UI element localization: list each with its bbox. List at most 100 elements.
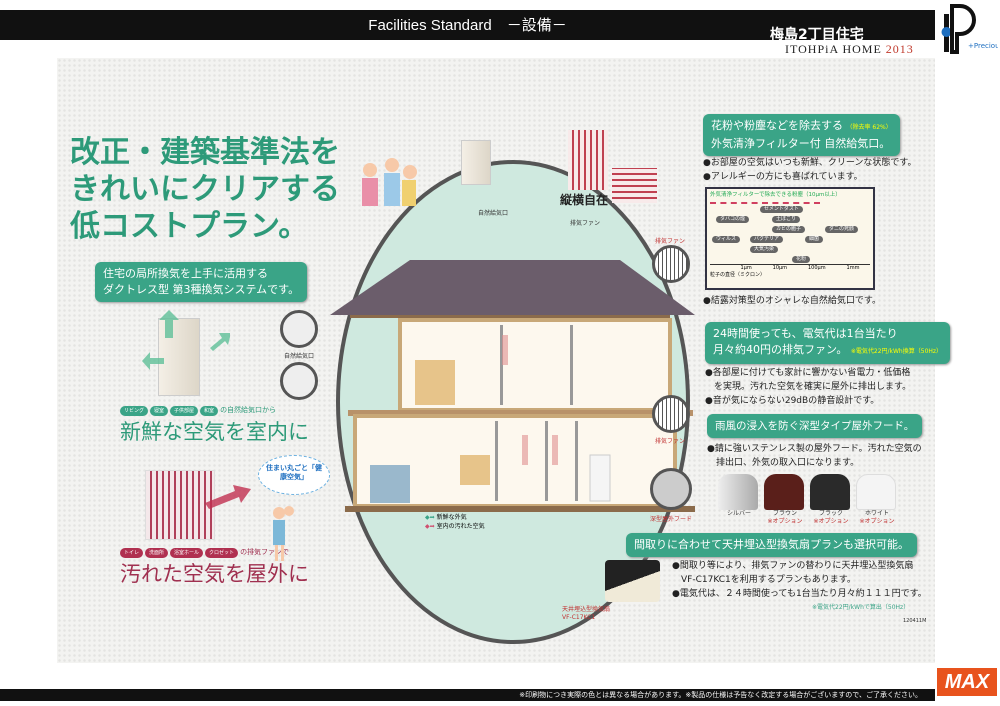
exhaust-fan-device — [145, 470, 215, 540]
document-code: 120411M — [903, 618, 927, 624]
header-bar — [0, 10, 935, 40]
hood-silver: シルバー — [718, 474, 760, 526]
hood-option: ※オプション — [767, 518, 803, 525]
chart-tick: 1μm — [740, 265, 752, 271]
ceiling-bullets: ●間取り等により、排気ファンの替わりに天井埋込型換気扇 VF-C17KC1を利用… — [672, 559, 927, 601]
fan-circle-2 — [652, 395, 690, 433]
hood-white: ホワイト※オプション — [856, 474, 898, 526]
fan-circle-1 — [652, 245, 690, 283]
fan-bullets: ●各部屋に付けても家計に響かない省電力・低価格 を実現。汚れた空気を確実に屋外に… — [705, 366, 911, 408]
fan-line-1: 24時間使っても、電気代は1台当たり — [713, 327, 898, 340]
filter-bullet-1: ●お部屋の空気はいつも新鮮、クリーンな状態です。 — [703, 158, 917, 168]
hood-brown: ブラウン※オプション — [764, 474, 806, 526]
project-name: 梅島2丁目住宅 — [770, 27, 864, 43]
house-cutaway-illustration — [330, 160, 695, 644]
family-illustration — [362, 158, 417, 206]
inlet-circle-1 — [280, 310, 318, 348]
chart-item: 花粉 — [792, 256, 811, 263]
tag-kids-room: 子供部屋 — [170, 406, 199, 416]
hood-box: 雨風の浸入を防ぐ深型タイプ屋外フード。 — [707, 414, 923, 438]
filter-line-2: 外気清浄フィルター付 自然給気口。 — [711, 137, 891, 150]
chart-item: 細菌 — [805, 236, 824, 243]
hood-black: ブラック※オプション — [810, 474, 852, 526]
chart-item: 大気汚染 — [750, 246, 779, 253]
fan-label-3: 排気ファン — [655, 438, 686, 445]
exhaust-suffix: の排気ファンで — [240, 548, 290, 556]
fan-line-2: 月々約40円の排気ファン。 — [713, 343, 848, 356]
legend-dirty-air-label: 室内の汚れた空気 — [436, 523, 485, 530]
inlet-circle-2 — [280, 362, 318, 400]
fan-label: 排気ファン — [570, 220, 601, 227]
tag-living: リビング — [120, 406, 149, 416]
chart-item: タバコの煙 — [716, 216, 750, 223]
chart-item: ダニの死骸 — [825, 226, 859, 233]
headline-line-2: きれいにクリアする — [70, 172, 340, 207]
tag-toilet: トイレ — [120, 548, 144, 558]
system-line-2: ダクトレス型 第3種換気システムです。 — [103, 283, 300, 296]
roof — [330, 260, 695, 315]
chart-title: 外気清浄フィルターで除去できる粉塵（10μm以上） — [710, 192, 841, 198]
tag-bedroom: 寝室 — [150, 406, 169, 416]
red-arrow-icon — [205, 485, 251, 509]
system-box: 住宅の局所換気を上手に活用するダクトレス型 第3種換気システムです。 — [95, 262, 308, 302]
inlet-callout — [455, 140, 497, 195]
hood-bullet-2: 排出口、外気の取入口になります。 — [707, 458, 860, 468]
tag-bath-hall: 浴室ホール — [170, 548, 204, 558]
ceiling-fan-image — [605, 560, 660, 602]
chart-tick: 100μm — [808, 265, 826, 271]
fan-bullet-3: ●音が気にならない29dBの静音設計です。 — [705, 396, 880, 406]
intake-suffix: の自然給気口から — [220, 406, 277, 414]
legend-fresh-air: ◆➡ 新鮮な外気 — [425, 514, 467, 521]
exhaust-tags: トイレ洗面所浴室ホールクロゼットの排気ファンで — [120, 547, 289, 558]
hood-bullet-1: ●錆に強いステンレス製の屋外フード。汚れた空気の — [707, 444, 922, 454]
intake-tags: リビング寝室子供部屋和室の自然給気口から — [120, 405, 276, 416]
fan-bullet-1: ●各部屋に付けても家計に響かない省電力・低価格 — [705, 368, 911, 378]
ceiling-box: 間取りに合わせて天井埋込型換気扇プランも選択可能。 — [626, 533, 917, 557]
hood-color-name: ホワイト — [864, 510, 889, 517]
filter-line-1: 花粉や粉塵などを除去する — [711, 119, 843, 132]
green-arrows-icon — [142, 310, 230, 370]
chart-item: 土ぼこり — [772, 216, 801, 223]
hood-label: 深型屋外フード — [650, 516, 693, 523]
fan-box: 24時間使っても、電気代は1台当たり月々約40円の排気ファン。 ※電気代22円/… — [705, 322, 951, 364]
footer-note: ※印刷物につき実際の色とは異なる場合があります。※製品の仕様は予告なく改定する場… — [519, 691, 922, 699]
fan-horizontal-image — [612, 168, 657, 203]
filter-note: （除去率 62%） — [846, 124, 892, 131]
hood-color-name: ブラック — [818, 510, 843, 517]
hood-colors: シルバー ブラウン※オプション ブラック※オプション ホワイト※オプション — [718, 474, 898, 526]
page-title: Facilities Standard －設備－ — [368, 17, 567, 34]
max-logo: MAX — [937, 668, 997, 696]
headline-line-1: 改正・建築基準法を — [70, 135, 340, 170]
mother-child-illustration — [273, 506, 294, 561]
tag-closet: クロゼット — [205, 548, 239, 558]
particle-size-chart: 外気清浄フィルターで除去できる粉塵（10μm以上） セメントダスト タバコの煙 … — [705, 187, 875, 290]
precious-logo: +Precious — [941, 3, 998, 54]
fan-bullet-2: を実現。汚れた空気を確実に屋外に排出します。 — [705, 382, 912, 392]
legend-dirty-air: ◆➡ 室内の汚れた空気 — [425, 523, 485, 530]
chart-axis-label: 粒子の直径（ミクロン） — [710, 272, 766, 278]
filter-bullets: ●お部屋の空気はいつも新鮮、クリーンな状態です。●アレルギーの方にも喜ばれていま… — [703, 156, 917, 184]
health-air-bubble: 住まい丸ごと「健康空気」 — [258, 455, 330, 495]
ceiling-bullet-2: VF-C17KC1を利用するプランもあります。 — [672, 575, 856, 585]
hood-option: ※オプション — [813, 518, 849, 525]
hood-bullets: ●錆に強いステンレス製の屋外フード。汚れた空気の 排出口、外気の取入口になります… — [707, 442, 922, 470]
airflow-legend: ◆➡ 新鮮な外気 ◆➡ 室内の汚れた空気 — [425, 513, 485, 531]
chart-item: ウィルス — [712, 236, 741, 243]
brand-year: 2013 — [885, 42, 914, 56]
ceiling-bullet-1: ●間取り等により、排気ファンの替わりに天井埋込型換気扇 — [672, 561, 914, 571]
svg-text:+Precious: +Precious — [968, 42, 998, 50]
inlet-label-2: 自然給気口 — [284, 353, 315, 360]
filter-bullet-3: ●結露対策型のオシャレな自然給気口です。 — [703, 296, 881, 306]
brand: ITOHPiA HOME 2013 — [785, 42, 914, 57]
chart-tick: 1mm — [846, 265, 860, 271]
vertical-horizontal-text: 縦横自在 — [560, 193, 609, 207]
chart-item: セメントダスト — [760, 206, 803, 213]
ceiling-fan-label-2: VF-C17KC1 — [562, 614, 596, 621]
fan-note-2: 換算（50Hz） — [902, 348, 943, 355]
filter-box: 花粉や粉塵などを除去する （除去率 62%） 外気清浄フィルター付 自然給気口。 — [703, 114, 900, 156]
fan-note-1: ※電気代22円/kWh — [850, 348, 903, 355]
headline-line-3: 低コストプラン。 — [70, 209, 309, 244]
ceiling-fan-label-1: 天井埋込型換気扇 — [562, 606, 611, 613]
hood-color-name: ブラウン — [772, 510, 797, 517]
